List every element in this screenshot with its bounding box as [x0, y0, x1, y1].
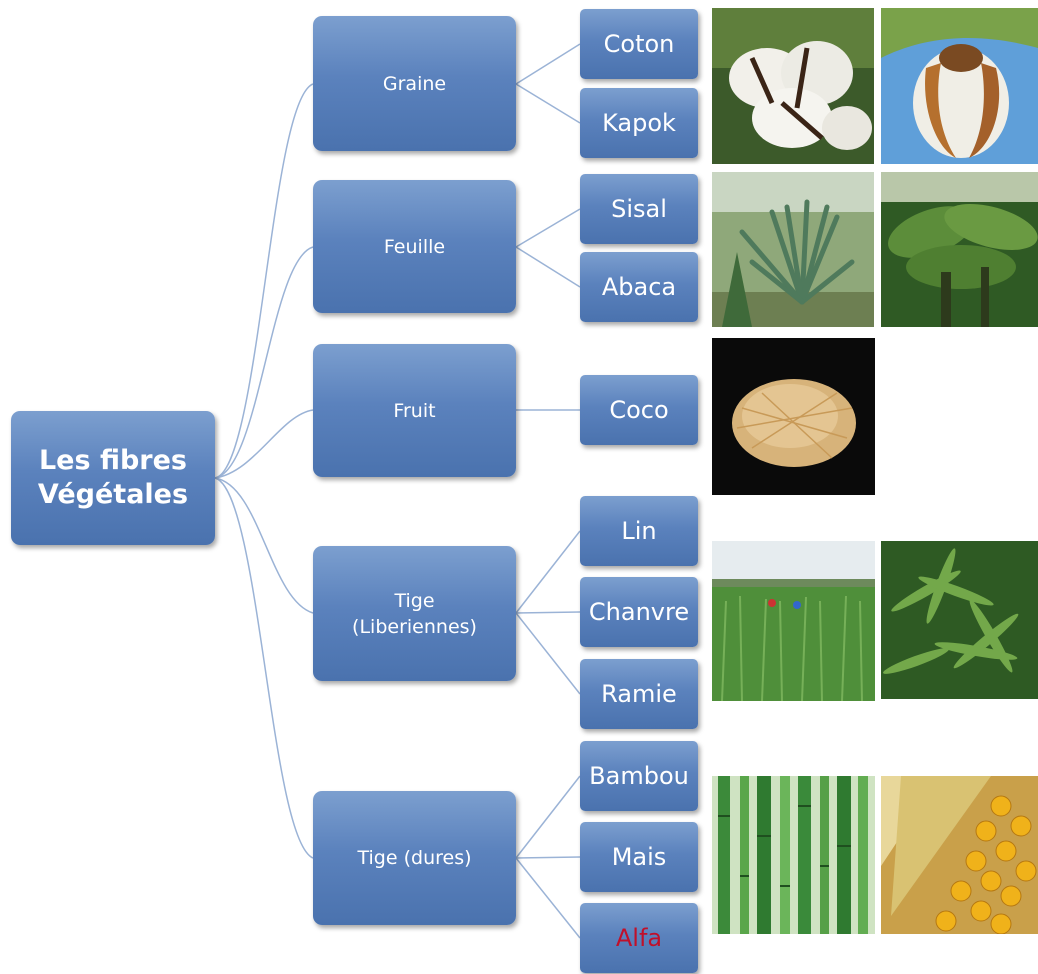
kapok-pod-photo	[881, 8, 1038, 164]
coconut-fiber-photo	[712, 338, 875, 495]
leaf-chanvre: Chanvre	[580, 577, 698, 647]
leaf-mais: Mais	[580, 822, 698, 892]
leaf-kapok: Kapok	[580, 88, 698, 158]
leaf-alfa: Alfa	[580, 903, 698, 973]
category-tige-dures: Tige (dures)	[313, 791, 516, 925]
category-tige-liberiennes: Tige (Liberiennes)	[313, 546, 516, 681]
leaf-coco: Coco	[580, 375, 698, 445]
category-fruit: Fruit	[313, 344, 516, 477]
bamboo-stems-photo	[712, 776, 875, 934]
leaf-abaca: Abaca	[580, 252, 698, 322]
flax-field-photo	[712, 541, 875, 701]
category-feuille: Feuille	[313, 180, 516, 313]
leaf-coton: Coton	[580, 9, 698, 79]
leaf-sisal: Sisal	[580, 174, 698, 244]
corn-cob-photo	[881, 776, 1038, 934]
root-node: Les fibres Végétales	[11, 411, 215, 545]
abaca-plant-photo	[881, 172, 1038, 327]
leaf-lin: Lin	[580, 496, 698, 566]
leaf-bambou: Bambou	[580, 741, 698, 811]
sisal-plant-photo	[712, 172, 874, 327]
cotton-boll-photo	[712, 8, 874, 164]
leaf-ramie: Ramie	[580, 659, 698, 729]
category-graine: Graine	[313, 16, 516, 151]
hemp-leaves-photo	[881, 541, 1038, 699]
